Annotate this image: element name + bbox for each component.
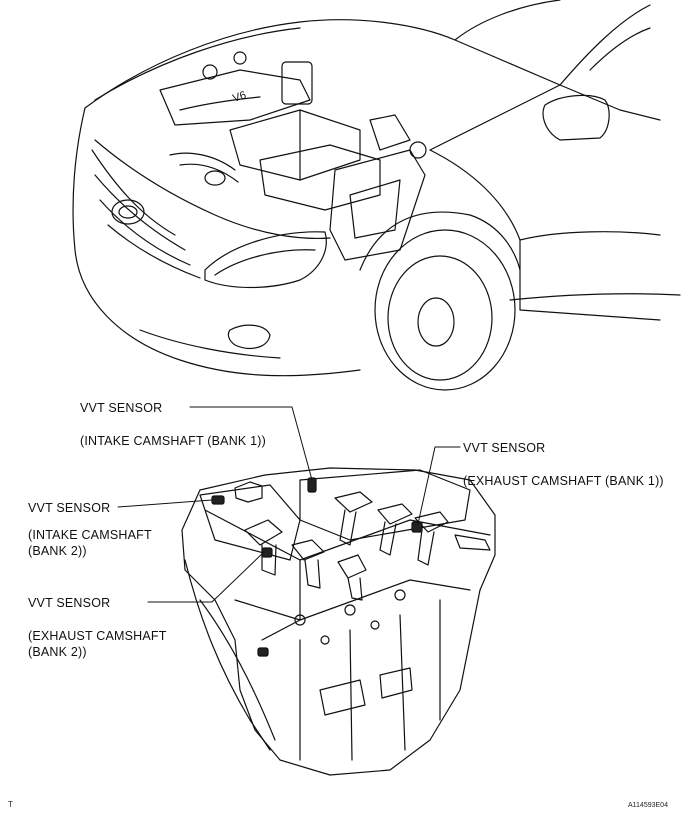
car-headlight — [204, 231, 327, 289]
vvt-sensor-parts — [211, 477, 423, 657]
callout-intake-bank-1-title: VVT SENSOR — [80, 401, 163, 415]
car-grille — [91, 149, 201, 279]
callout-exhaust-bank-1-detail: (EXHAUST CAMSHAFT (BANK 1)) — [463, 474, 664, 488]
figure-code: A114593E04 — [628, 802, 668, 809]
head-cover-bank-2 — [199, 484, 301, 561]
engine-illustration — [181, 467, 496, 776]
leader-intake-bank-2 — [117, 499, 213, 508]
car-windshield — [454, 0, 661, 121]
leader-exhaust-bank-2 — [147, 551, 265, 603]
callout-exhaust-bank-2-detail: (EXHAUST CAMSHAFT (BANK 2)) — [28, 629, 167, 659]
callout-exhaust-bank-2-title: VVT SENSOR — [28, 596, 111, 610]
car-hood — [84, 19, 561, 151]
oil-filler-cap — [234, 481, 263, 503]
car-front-bumper — [72, 107, 361, 377]
ignition-coils-bank-2 — [244, 519, 367, 601]
car-emblem — [111, 199, 145, 225]
car-illustration: V6 — [72, 0, 681, 391]
sensor-crank — [257, 647, 269, 657]
callout-intake-bank-1-detail: (INTAKE CAMSHAFT (BANK 1)) — [80, 434, 267, 448]
car-side-mirror — [542, 94, 610, 141]
timing-cover — [184, 559, 271, 751]
engine-block — [181, 467, 496, 776]
sensor-intake-bank-1 — [307, 477, 317, 493]
leader-exhaust-bank-1 — [417, 446, 461, 525]
sensor-exhaust-bank-1 — [411, 521, 423, 533]
callout-intake-bank-2-detail: (INTAKE CAMSHAFT (BANK 2)) — [28, 528, 152, 558]
ignition-coils-bank-1 — [334, 491, 491, 566]
leader-intake-bank-1 — [189, 406, 313, 481]
engine-badge: V6 — [231, 89, 248, 105]
car-fog-light — [227, 324, 271, 349]
leader-lines — [117, 406, 461, 603]
callout-exhaust-bank-1-title: VVT SENSOR — [463, 441, 546, 455]
car-fender — [429, 149, 661, 321]
car-wheel — [374, 229, 516, 391]
engine-bay — [159, 51, 427, 261]
corner-mark-left: T — [8, 800, 13, 809]
sensor-exhaust-bank-2 — [261, 547, 273, 558]
sensor-intake-bank-2 — [211, 495, 225, 505]
callout-intake-bank-2-title: VVT SENSOR — [28, 501, 111, 515]
